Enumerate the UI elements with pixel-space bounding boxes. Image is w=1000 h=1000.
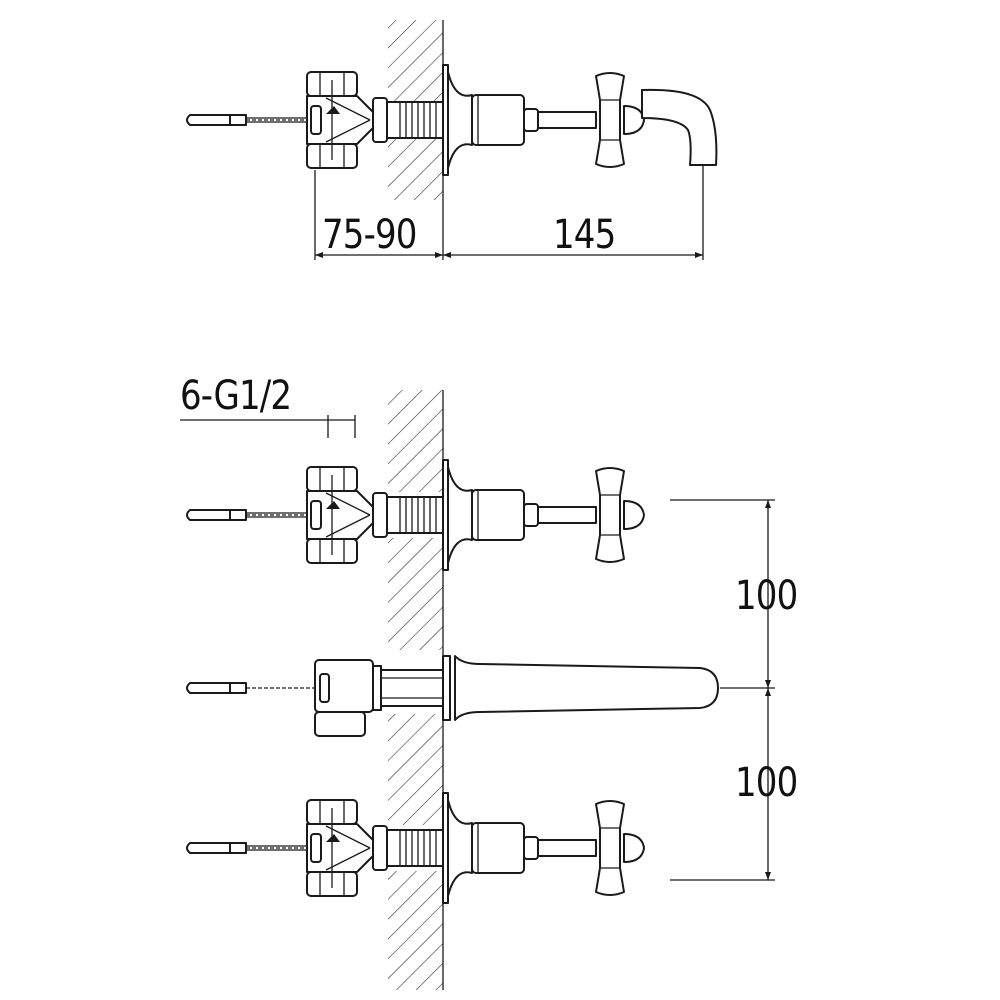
spacing-upper-label: 100 xyxy=(735,573,798,619)
spout-assembly xyxy=(186,655,719,737)
spacing-lower-label: 100 xyxy=(735,760,798,806)
spacing-dimension-lines xyxy=(670,499,775,881)
top-dimension-lines xyxy=(314,165,704,260)
connection-dimension xyxy=(180,415,356,438)
connection-label: 6-G1/2 xyxy=(180,373,292,419)
spout-projection-label: 145 xyxy=(553,212,616,258)
top-tap-assembly xyxy=(186,64,718,176)
wall-depth-label: 75-90 xyxy=(322,212,417,258)
spout xyxy=(641,88,718,166)
